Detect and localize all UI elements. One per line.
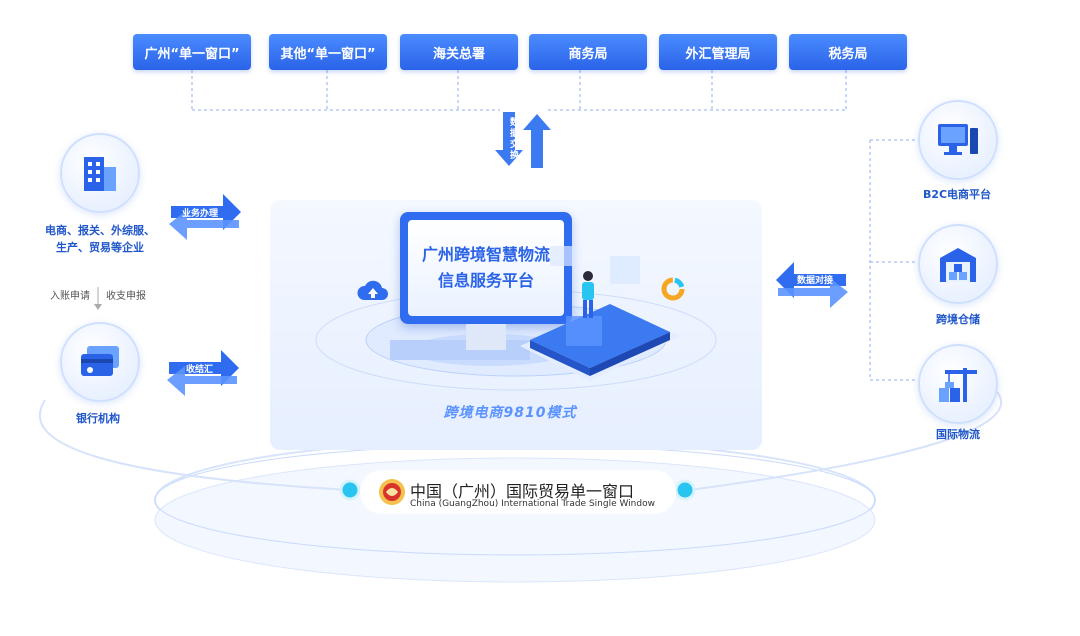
footer-subtitle: China (GuangZhou) International Trade Si… bbox=[410, 499, 655, 509]
computer-icon bbox=[938, 124, 978, 155]
top-box-other-window: 其他“单一窗口” bbox=[269, 34, 387, 70]
data-docking-arrow bbox=[776, 262, 848, 308]
warehouse-circle bbox=[918, 224, 998, 304]
bank-label: 银行机构 bbox=[76, 412, 120, 425]
b2c-circle bbox=[918, 100, 998, 180]
footer-title: 中国（广州）国际贸易单一窗口 bbox=[410, 482, 635, 501]
crane-icon bbox=[939, 368, 977, 402]
enterprise-circle bbox=[60, 133, 140, 213]
data-exchange-label: 数据交换 bbox=[510, 118, 520, 161]
mode-label: 跨境电商9810模式 bbox=[443, 405, 577, 421]
business-arrow bbox=[169, 194, 241, 240]
top-box-guangzhou-window: 广州“单一窗口” bbox=[133, 34, 251, 70]
flow-right-label: 收支申报 bbox=[106, 291, 146, 302]
bank-card-icon bbox=[81, 346, 119, 376]
bank-circle bbox=[60, 322, 140, 402]
building-icon bbox=[84, 157, 116, 191]
top-box-forex: 外汇管理局 bbox=[659, 34, 777, 70]
iso-platform bbox=[520, 246, 680, 381]
data-exchange-arrow bbox=[495, 112, 551, 168]
warehouse-icon bbox=[940, 248, 976, 282]
settlement-arrow bbox=[167, 350, 239, 396]
data-docking-label: 数据对接 bbox=[797, 276, 834, 286]
top-box-customs: 海关总署 bbox=[400, 34, 518, 70]
footer-logo-pill bbox=[360, 470, 676, 514]
donut-chart-icon bbox=[661, 277, 685, 301]
logistics-circle bbox=[918, 344, 998, 424]
business-label: 业务办理 bbox=[182, 209, 219, 219]
b2c-label: B2C电商平台 bbox=[922, 188, 992, 201]
logistics-label: 国际物流 bbox=[936, 428, 980, 441]
enterprise-label: 电商、报关、外综服、 生产、贸易等企业 bbox=[45, 224, 155, 254]
flow-left-label: 入账申请 bbox=[50, 291, 90, 302]
top-box-commerce: 商务局 bbox=[529, 34, 647, 70]
platform-title-line2: 信息服务平台 bbox=[437, 271, 534, 290]
top-box-tax: 税务局 bbox=[789, 34, 907, 70]
warehouse-label: 跨境仓储 bbox=[936, 313, 980, 326]
monitor-stand bbox=[466, 324, 506, 350]
emblem-logo bbox=[379, 479, 405, 505]
person-icon bbox=[582, 271, 594, 318]
cloud-upload-icon bbox=[357, 280, 388, 300]
platform-title-line1: 广州跨境智慧物流 bbox=[421, 245, 550, 264]
settlement-label: 收结汇 bbox=[186, 365, 214, 375]
platform-monitor: 广州跨境智慧物流 信息服务平台 bbox=[400, 212, 572, 324]
monitor-screen: 广州跨境智慧物流 信息服务平台 bbox=[408, 220, 564, 316]
